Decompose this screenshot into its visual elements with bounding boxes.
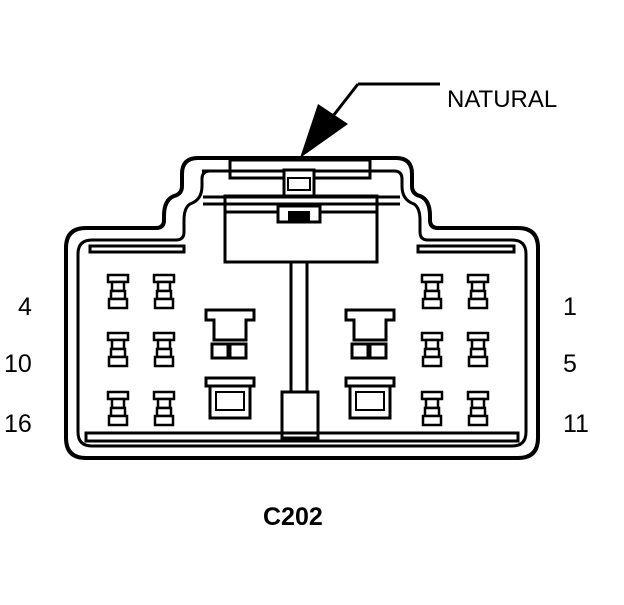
terminal-cavity: [466, 273, 490, 310]
connector-body: [64, 156, 540, 460]
terminal-cavity: [466, 331, 490, 368]
terminal-cavity: [466, 390, 490, 427]
pin-label-1: 1: [563, 293, 577, 321]
color-label: NATURAL: [447, 86, 558, 113]
terminal-cavity: [420, 273, 444, 310]
terminal-cavity: [152, 331, 176, 368]
terminal-cavity: [420, 390, 444, 427]
arrow-head: [300, 104, 348, 158]
large-cavity: [204, 376, 256, 420]
terminal-cavity: [106, 390, 130, 427]
pin-label-4: 4: [18, 293, 32, 321]
locking-latch: [203, 158, 400, 440]
connector-id: C202: [263, 503, 323, 531]
terminal-cavity: [420, 331, 444, 368]
pin-label-11: 11: [563, 410, 589, 438]
floor-rail: [84, 431, 520, 443]
terminal-cavities: [106, 273, 490, 427]
terminal-cavity: [106, 273, 130, 310]
connector-inner-wall: [76, 169, 528, 448]
right-ledge: [416, 244, 516, 254]
terminal-cavity: [152, 390, 176, 427]
left-ledge: [88, 244, 186, 254]
large-cavity: [344, 308, 396, 360]
pin-label-5: 5: [563, 350, 577, 378]
natural-leader: [300, 82, 440, 158]
large-cavity: [344, 376, 396, 420]
pin-label-16: 16: [4, 410, 32, 438]
large-cavities: [204, 308, 396, 420]
terminal-cavity: [152, 273, 176, 310]
terminal-cavity: [106, 331, 130, 368]
pin-label-10: 10: [4, 350, 32, 378]
large-cavity: [204, 308, 256, 360]
